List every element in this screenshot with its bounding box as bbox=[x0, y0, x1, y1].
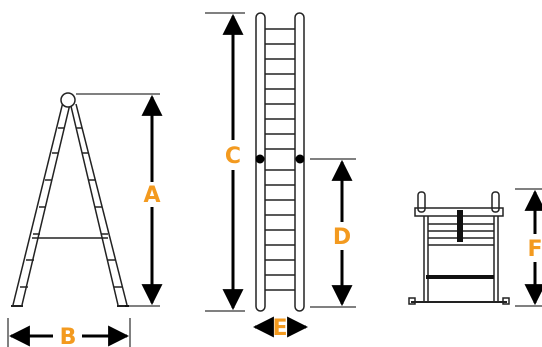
label-f: F bbox=[527, 237, 542, 262]
dimension-b: B bbox=[7, 318, 131, 347]
center-post bbox=[457, 210, 463, 242]
label-d: D bbox=[333, 225, 351, 250]
label-a: A bbox=[143, 183, 160, 208]
dimension-f: F bbox=[515, 188, 542, 307]
dimension-a: A bbox=[76, 93, 163, 307]
joint-icon bbox=[255, 154, 265, 164]
dimension-e: E bbox=[252, 316, 309, 341]
dimension-d: D bbox=[310, 158, 356, 308]
label-c: C bbox=[225, 144, 241, 169]
label-e: E bbox=[272, 316, 287, 341]
a-frame-ladder bbox=[11, 101, 129, 307]
joint-icon bbox=[295, 154, 305, 164]
ladder-standoff bbox=[408, 191, 510, 305]
extension-ladder bbox=[255, 12, 305, 312]
step-bar bbox=[426, 275, 494, 279]
dimension-c: C bbox=[205, 12, 245, 312]
hinge-icon bbox=[60, 92, 76, 108]
label-b: B bbox=[60, 325, 77, 347]
